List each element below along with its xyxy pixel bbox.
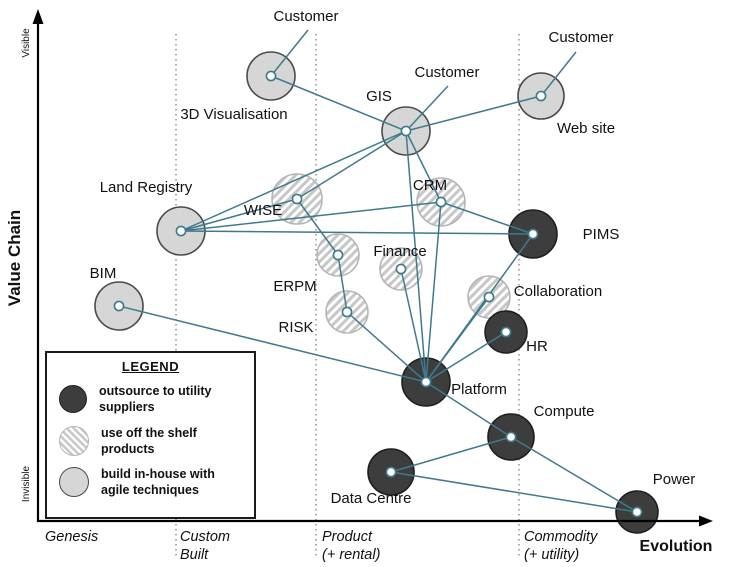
- label-bim: BIM: [90, 265, 117, 282]
- legend-item-offshelf: use off the shelf products: [59, 425, 246, 458]
- build-circle-icon: [59, 467, 89, 498]
- edge-wise--erpm: [296, 198, 339, 256]
- x-axis-arrow-icon: [699, 515, 713, 527]
- label-risk: RISK: [278, 319, 313, 336]
- label-crm: CRM: [413, 177, 447, 194]
- legend-box: LEGEND outsource to utility suppliers us…: [45, 351, 256, 519]
- stage-label-2-line-2: Built: [180, 547, 209, 563]
- node-dot-bim: [113, 300, 125, 312]
- legend-item-label-outsource: outsource to utility suppliers: [99, 384, 212, 415]
- stage-label-3-line-1: Product: [322, 529, 373, 545]
- stage-label-1-line-1: Genesis: [45, 529, 98, 545]
- stage-label-2-line-1: Custom: [180, 529, 230, 545]
- label-platform: Platform: [451, 381, 507, 398]
- label-web-site: Web site: [557, 120, 615, 137]
- label-power: Power: [653, 471, 696, 488]
- y-axis-label: Value Chain: [5, 210, 24, 306]
- label-customer-right: Customer: [548, 29, 613, 46]
- legend-item-outsource: outsource to utility suppliers: [59, 383, 246, 416]
- stage-label-4-line-2: (+ utility): [524, 547, 579, 563]
- edge-erpm--risk: [337, 254, 348, 313]
- label-compute: Compute: [534, 403, 595, 420]
- edge-data-centre--power: [390, 471, 638, 513]
- edge-3d-visualisation--gis: [270, 75, 407, 132]
- label-hr: HR: [526, 338, 548, 355]
- node-dot-data-centre: [385, 466, 397, 478]
- node-dot-3d-visualisation: [265, 70, 277, 82]
- node-dot-finance: [395, 263, 407, 275]
- node-dot-pims: [527, 228, 539, 240]
- edge-web-site--gis: [405, 95, 542, 132]
- label-collaboration: Collaboration: [514, 283, 602, 300]
- node-dot-gis: [400, 125, 412, 137]
- label-finance: Finance: [373, 243, 426, 260]
- label-wise: WISE: [244, 202, 282, 219]
- y-axis-visible-label: Visible: [21, 28, 32, 58]
- offshelf-circle-icon: [59, 425, 89, 456]
- node-dot-platform: [420, 376, 432, 388]
- stage-label-4-line-1: Commodity: [524, 529, 598, 545]
- edge-platform--compute: [425, 381, 512, 438]
- edge-compute--data-centre: [390, 436, 512, 473]
- y-axis-invisible-label: Invisible: [21, 466, 32, 503]
- label-customer-top: Customer: [273, 8, 338, 25]
- label-pims: PIMS: [583, 226, 620, 243]
- edge-land-registry--pims: [180, 230, 534, 235]
- legend-item-label-offshelf: use off the shelf products: [101, 425, 197, 456]
- label-data-centre: Data Centre: [331, 490, 412, 507]
- edge-land-registry--crm: [180, 201, 442, 232]
- legend-title: LEGEND: [121, 359, 180, 374]
- y-axis-arrow-icon: [32, 9, 44, 24]
- edge-land-registry--wise: [180, 198, 298, 232]
- edge-customer-mid--gis: [405, 85, 449, 132]
- edge-crm--pims: [440, 201, 534, 235]
- edge-gis--wise: [296, 130, 407, 200]
- node-dot-risk: [341, 306, 353, 318]
- edge-collaboration--platform: [425, 296, 490, 383]
- legend-item-build: build in-house with agile techniques: [59, 466, 246, 499]
- node-dot-compute: [505, 431, 517, 443]
- edge-gis--land-registry: [180, 130, 407, 232]
- x-axis-label: Evolution: [640, 538, 713, 555]
- node-dot-land-registry: [175, 225, 187, 237]
- label-land-registry: Land Registry: [100, 179, 193, 196]
- outsource-circle-icon: [59, 385, 87, 414]
- label-erpm: ERPM: [273, 278, 316, 295]
- edge-compute--power: [510, 436, 638, 513]
- node-dot-crm: [435, 196, 447, 208]
- node-dot-hr: [500, 326, 512, 338]
- node-dot-collaboration: [483, 291, 495, 303]
- label-customer-mid: Customer: [414, 64, 479, 81]
- node-dot-web-site: [535, 90, 547, 102]
- stage-label-3-line-2: (+ rental): [322, 547, 380, 563]
- node-dot-power: [631, 506, 643, 518]
- edge-hr--platform: [425, 331, 507, 383]
- edge-risk--platform: [346, 311, 427, 383]
- edge-crm--platform: [425, 201, 442, 383]
- node-dot-wise: [291, 193, 303, 205]
- edge-gis--platform: [405, 130, 427, 383]
- label-3d-visualisation: 3D Visualisation: [180, 106, 287, 123]
- edge-customer-top--3d-visualisation: [270, 29, 309, 77]
- label-gis: GIS: [366, 88, 392, 105]
- node-dot-erpm: [332, 249, 344, 261]
- legend-item-label-build: build in-house with agile techniques: [101, 467, 215, 498]
- edge-gis--crm: [405, 130, 442, 203]
- edge-bim--platform: [118, 305, 427, 383]
- edge-finance--platform: [400, 268, 427, 383]
- edge-customer-right--web-site: [540, 51, 577, 97]
